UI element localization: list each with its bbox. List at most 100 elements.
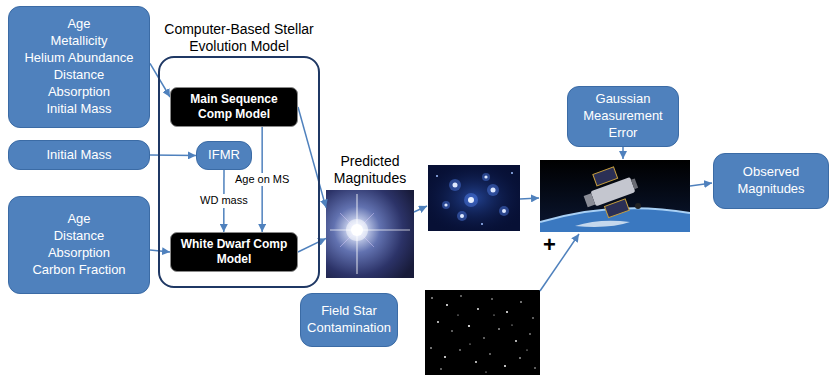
field-star-image-part-part xyxy=(491,298,492,299)
box-text: Distance xyxy=(54,67,105,84)
connector-arrow xyxy=(150,63,170,97)
field-star-image-part-part xyxy=(468,325,470,327)
cluster-image-part xyxy=(453,183,458,188)
connector-arrow xyxy=(150,250,170,252)
field-star-image-part-part xyxy=(430,347,432,349)
cluster-image-part xyxy=(487,184,499,196)
box-text: Gaussian Measurement Error xyxy=(574,91,672,142)
cluster-image-part xyxy=(482,173,490,181)
star-image-part xyxy=(330,229,410,230)
telescope-image-part-part xyxy=(584,193,596,207)
cluster-image-part xyxy=(444,203,447,206)
field-star-image-part-part xyxy=(483,337,484,338)
field-star-image-part-part xyxy=(431,297,433,299)
field-star-image-part-part xyxy=(515,340,517,342)
field-star-image-part-part xyxy=(493,314,494,315)
box-text: White Dwarf Comp Model xyxy=(177,237,291,267)
field-star-image-part-part xyxy=(489,353,490,354)
field-star-image-part-part xyxy=(475,361,477,363)
flow-arrows-part xyxy=(520,198,539,199)
box-text: Distance xyxy=(54,228,105,245)
field-star-image-part-part xyxy=(457,314,458,315)
field-star-image xyxy=(425,290,540,375)
flow-arrows-part xyxy=(414,206,427,212)
field-star-image-part-part xyxy=(519,357,521,359)
star-image-part xyxy=(346,219,368,241)
box-text: Metallicity xyxy=(50,33,107,50)
input-box: AgeMetallicityHelium AbundanceDistanceAb… xyxy=(8,6,150,128)
cluster-image-part xyxy=(491,188,496,193)
heading: Computer-Based Stellar Evolution Model xyxy=(164,21,314,55)
cluster-image-part xyxy=(484,175,487,178)
edge-label: WD mass xyxy=(198,194,250,207)
cluster-image-part xyxy=(499,206,509,216)
field-star-image-part xyxy=(430,295,536,372)
flow-arrows-part xyxy=(540,234,579,291)
cluster-image-part xyxy=(436,175,438,177)
field-star-image-part-part xyxy=(440,368,441,369)
cluster-image-part xyxy=(460,214,464,218)
model-box: Main Sequence Comp Model xyxy=(170,87,298,127)
field-star-image-part-part xyxy=(460,295,461,296)
field-star-image-part-part xyxy=(469,343,470,344)
field-star-image-part-part xyxy=(504,365,506,367)
flow-arrows-part xyxy=(690,183,712,186)
connector-arrow xyxy=(150,154,196,156)
cluster-image-part xyxy=(457,211,467,221)
cluster-image-part xyxy=(511,172,513,174)
star-image-part xyxy=(351,224,363,236)
model-box: White Dwarf Comp Model xyxy=(170,232,298,272)
telescope-image-part xyxy=(540,160,690,232)
field-star-image-part-part xyxy=(446,304,448,306)
box-text: Absorption xyxy=(48,84,110,101)
box-text: Initial Mass xyxy=(46,101,111,118)
field-star-image-part-part xyxy=(520,301,522,303)
image-node: Predicted Magnitudes xyxy=(326,190,414,278)
field-star-image-part-part xyxy=(444,356,446,358)
box-text: Initial Mass xyxy=(46,147,111,164)
box-text: Helium Abundance xyxy=(24,50,133,67)
input-box: AgeDistanceAbsorptionCarbon Fraction xyxy=(8,196,150,294)
plus-sign: + xyxy=(543,234,556,256)
field-star-image-part-part xyxy=(529,333,530,334)
field-star-image-part-part xyxy=(532,317,533,318)
connector-arrow xyxy=(298,238,326,252)
cluster-image-part xyxy=(449,179,461,191)
box-text: Age xyxy=(67,211,90,228)
field-star-image-part-part xyxy=(451,330,452,331)
cluster-image-part xyxy=(428,165,520,231)
field-star-image-part-part xyxy=(437,321,439,323)
field-star-image-part-part xyxy=(459,349,460,350)
field-star-image-part-part xyxy=(477,308,479,310)
field-star-image-part-part xyxy=(526,349,527,350)
cluster-image xyxy=(428,165,520,231)
field-star-image-part-part xyxy=(485,371,486,372)
connector-arrow xyxy=(298,107,326,208)
box-text: Age xyxy=(67,16,90,33)
cluster-image-part xyxy=(468,197,474,203)
star-image-part xyxy=(326,190,414,278)
flow-arrows xyxy=(414,144,712,291)
field-star-image-part-part xyxy=(506,311,508,313)
cluster-image-part xyxy=(442,201,450,209)
star-image xyxy=(326,190,414,278)
cluster-image-part xyxy=(502,209,506,213)
box-text: Carbon Fraction xyxy=(32,262,125,279)
input-box: Initial Mass xyxy=(8,140,150,170)
field-star-image-part-part xyxy=(534,367,535,368)
box-text: Main Sequence Comp Model xyxy=(177,92,291,122)
star-image-part xyxy=(340,213,374,247)
box-text: Observed Magnitudes xyxy=(720,164,822,198)
cluster-image-part xyxy=(481,223,483,225)
telescope-image-part-part xyxy=(590,177,635,206)
input-box: Gaussian Measurement Error xyxy=(567,86,679,147)
edge-label: Age on MS xyxy=(233,173,291,186)
telescope-image-part xyxy=(635,203,641,209)
field-star-image-part xyxy=(425,290,540,375)
heading: Predicted Magnitudes xyxy=(315,153,425,187)
cluster-image-part xyxy=(428,165,520,231)
box-text: Field Star Contamination xyxy=(307,303,391,337)
telescope-image-part xyxy=(575,221,630,227)
